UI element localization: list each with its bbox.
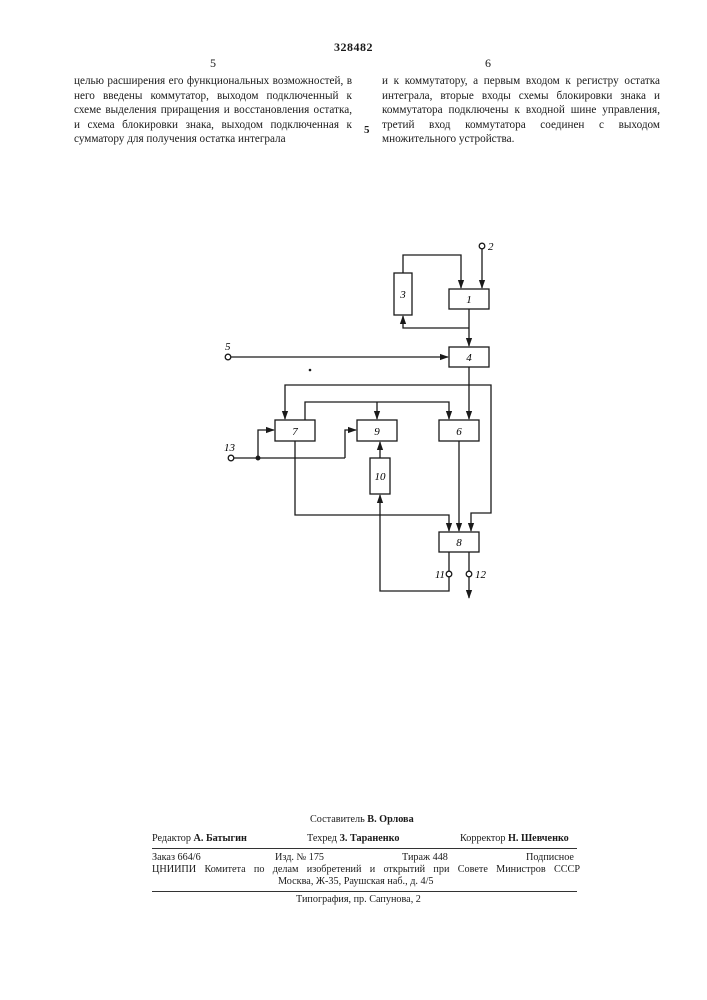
corrector-line: Корректор Н. Шевченко	[460, 833, 569, 845]
address-line: Москва, Ж-35, Раушская наб., д. 4/5	[278, 876, 434, 888]
corrector-label: Корректор	[460, 833, 505, 844]
printing-house: Типография, пр. Сапунова, 2	[296, 894, 421, 906]
block-4-label: 4	[466, 352, 472, 364]
terminal-13-circle	[228, 455, 234, 461]
subscription: Подписное	[526, 852, 574, 864]
block-1-label: 1	[466, 294, 472, 306]
footer-divider	[152, 848, 577, 849]
terminal-12-circle	[466, 571, 472, 577]
block-3-label: 3	[399, 289, 406, 301]
circulation: Тираж 448	[402, 852, 448, 864]
footer-divider-bottom	[152, 891, 577, 892]
terminal-13-label: 13	[224, 442, 236, 454]
terminal-2-label: 2	[488, 241, 494, 253]
terminal-5-circle	[225, 354, 231, 360]
techred-label: Техред	[307, 833, 337, 844]
editor-name: А. Батыгин	[194, 833, 247, 844]
publication-number: Изд. № 175	[275, 852, 324, 864]
compiler-label: Составитель	[310, 814, 365, 825]
terminal-5-label: 5	[225, 341, 231, 353]
techred-line: Техред З. Тараненко	[307, 833, 400, 845]
order-number: Заказ 664/6	[152, 852, 201, 864]
institute-line: ЦНИИПИ Комитета по делам изобретений и о…	[152, 864, 580, 876]
block-9-label: 9	[374, 426, 380, 438]
editor-line: Редактор А. Батыгин	[152, 833, 247, 845]
terminal-11-circle	[446, 571, 452, 577]
block-7-label: 7	[292, 426, 298, 438]
block-8-label: 8	[456, 537, 462, 549]
terminal-11-label: 11	[435, 569, 445, 581]
terminal-2-circle	[479, 243, 485, 249]
block-6-label: 6	[456, 426, 462, 438]
compiler-line: Составитель В. Орлова	[310, 814, 414, 826]
editor-label: Редактор	[152, 833, 191, 844]
techred-name: З. Тараненко	[340, 833, 400, 844]
terminal-12-label: 12	[475, 569, 487, 581]
block-10-label: 10	[375, 471, 387, 483]
compiler-name: В. Орлова	[367, 814, 413, 825]
corrector-name: Н. Шевченко	[508, 833, 569, 844]
